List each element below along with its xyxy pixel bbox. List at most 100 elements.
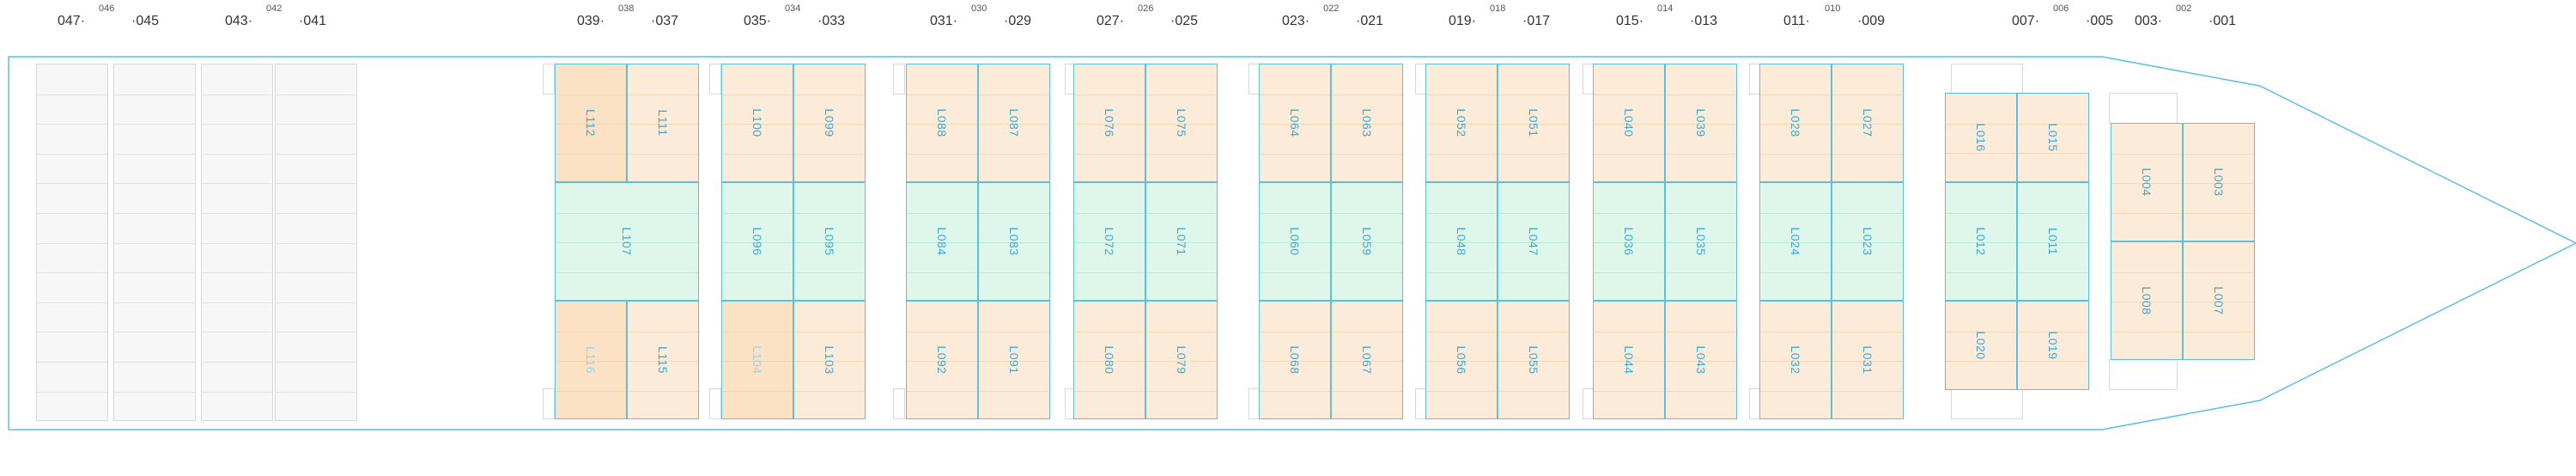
container-block-label: L099 xyxy=(823,108,836,137)
container-block[interactable]: L031 xyxy=(1832,301,1904,419)
container-block[interactable]: L012 xyxy=(1945,182,2017,301)
empty-bay-column xyxy=(36,64,108,421)
container-block-label: L043 xyxy=(1694,345,1708,375)
bay-label-sub: 002 xyxy=(2176,3,2192,14)
container-block[interactable]: L048 xyxy=(1425,182,1498,301)
container-block[interactable]: L047 xyxy=(1498,182,1570,301)
container-block[interactable]: L111 xyxy=(627,64,699,182)
bay-label-left: 019· xyxy=(1449,14,1477,28)
container-block-label: L087 xyxy=(1007,108,1021,137)
container-block[interactable]: L107 xyxy=(555,182,699,301)
container-block[interactable]: L004 xyxy=(2111,123,2183,241)
container-block[interactable]: L028 xyxy=(1759,64,1832,182)
empty-bay-column xyxy=(275,64,357,421)
container-block[interactable]: L044 xyxy=(1593,301,1665,419)
bay-label-left: 003· xyxy=(2135,14,2163,28)
bay-label-left: 031· xyxy=(930,14,958,28)
empty-slot-outline xyxy=(709,64,721,95)
container-block-label: L084 xyxy=(935,227,949,256)
container-block-label: L048 xyxy=(1455,227,1468,256)
container-block[interactable]: L015 xyxy=(2017,93,2089,182)
container-block[interactable]: L024 xyxy=(1759,182,1832,301)
container-block[interactable]: L052 xyxy=(1425,64,1498,182)
container-block[interactable]: L080 xyxy=(1073,301,1145,419)
container-block[interactable]: L056 xyxy=(1425,301,1498,419)
bay-label-left: 015· xyxy=(1616,14,1644,28)
container-block[interactable]: L099 xyxy=(793,64,866,182)
container-block-label: L020 xyxy=(1974,331,1988,360)
bay-label-left: 039· xyxy=(577,14,605,28)
container-block[interactable]: L007 xyxy=(2183,241,2255,360)
container-block[interactable]: L115 xyxy=(627,301,699,419)
bay-label-right: ·013 xyxy=(1690,14,1718,28)
container-block[interactable]: L043 xyxy=(1665,301,1737,419)
container-block-label: L011 xyxy=(2046,227,2060,256)
empty-slot-outline xyxy=(893,64,905,95)
container-block[interactable]: L008 xyxy=(2111,241,2183,360)
empty-slot-outline xyxy=(1951,388,2023,419)
container-block[interactable]: L019 xyxy=(2017,301,2089,390)
container-block[interactable]: L084 xyxy=(906,182,978,301)
container-block[interactable]: L011 xyxy=(2017,182,2089,301)
container-block[interactable]: L027 xyxy=(1832,64,1904,182)
container-block-label: L012 xyxy=(1974,227,1988,256)
container-block-label: L007 xyxy=(2212,286,2226,315)
container-block[interactable]: L088 xyxy=(906,64,978,182)
empty-bay-column xyxy=(201,64,273,421)
container-block[interactable]: L036 xyxy=(1593,182,1665,301)
container-block[interactable]: L079 xyxy=(1145,301,1218,419)
container-block[interactable]: L016 xyxy=(1945,93,2017,182)
container-block[interactable]: L023 xyxy=(1832,182,1904,301)
container-block[interactable]: L059 xyxy=(1331,182,1403,301)
bay-label-right: ·021 xyxy=(1356,14,1384,28)
bay-label-sub: 030 xyxy=(971,3,987,14)
container-block-label: L092 xyxy=(935,345,949,375)
container-block[interactable]: L039 xyxy=(1665,64,1737,182)
container-block[interactable]: L075 xyxy=(1145,64,1218,182)
container-block-label: L059 xyxy=(1360,227,1374,256)
container-block[interactable]: L055 xyxy=(1498,301,1570,419)
bay-label-sub: 010 xyxy=(1825,3,1841,14)
container-block[interactable]: L051 xyxy=(1498,64,1570,182)
bay-label-left: 027· xyxy=(1097,14,1125,28)
container-block[interactable]: L068 xyxy=(1259,301,1331,419)
container-block[interactable]: L064 xyxy=(1259,64,1331,182)
container-block[interactable]: L103 xyxy=(793,301,866,419)
container-block-label: L072 xyxy=(1103,227,1116,256)
container-block-label: L080 xyxy=(1103,345,1116,375)
container-block[interactable]: L112 xyxy=(555,64,627,182)
container-block[interactable]: L083 xyxy=(978,182,1050,301)
container-block[interactable]: L020 xyxy=(1945,301,2017,390)
container-block[interactable]: L091 xyxy=(978,301,1050,419)
container-block[interactable]: L040 xyxy=(1593,64,1665,182)
bay-label-left: 023· xyxy=(1282,14,1310,28)
bay-label-sub: 042 xyxy=(266,3,283,14)
container-block[interactable]: L060 xyxy=(1259,182,1331,301)
container-block-label: L063 xyxy=(1360,108,1374,137)
container-block[interactable]: L104 xyxy=(721,301,793,419)
container-block[interactable]: L096 xyxy=(721,182,793,301)
container-block[interactable]: L092 xyxy=(906,301,978,419)
container-block[interactable]: L116 xyxy=(555,301,627,419)
container-block[interactable]: L095 xyxy=(793,182,866,301)
container-block-label: L039 xyxy=(1694,108,1708,137)
container-block-label: L003 xyxy=(2212,168,2226,197)
container-block[interactable]: L035 xyxy=(1665,182,1737,301)
container-block-label: L040 xyxy=(1622,108,1636,137)
bay-label-sub: 026 xyxy=(1138,3,1154,14)
container-block[interactable]: L076 xyxy=(1073,64,1145,182)
container-block[interactable]: L003 xyxy=(2183,123,2255,241)
container-block[interactable]: L072 xyxy=(1073,182,1145,301)
container-block-label: L019 xyxy=(2046,331,2060,360)
container-block[interactable]: L063 xyxy=(1331,64,1403,182)
empty-bay-column xyxy=(113,64,196,421)
container-block-label: L083 xyxy=(1007,227,1021,256)
bay-label-sub: 018 xyxy=(1490,3,1506,14)
bay-label-right: ·009 xyxy=(1857,14,1886,28)
container-block-label: L079 xyxy=(1175,345,1188,375)
container-block[interactable]: L100 xyxy=(721,64,793,182)
container-block[interactable]: L087 xyxy=(978,64,1050,182)
container-block[interactable]: L032 xyxy=(1759,301,1832,419)
container-block[interactable]: L067 xyxy=(1331,301,1403,419)
container-block[interactable]: L071 xyxy=(1145,182,1218,301)
